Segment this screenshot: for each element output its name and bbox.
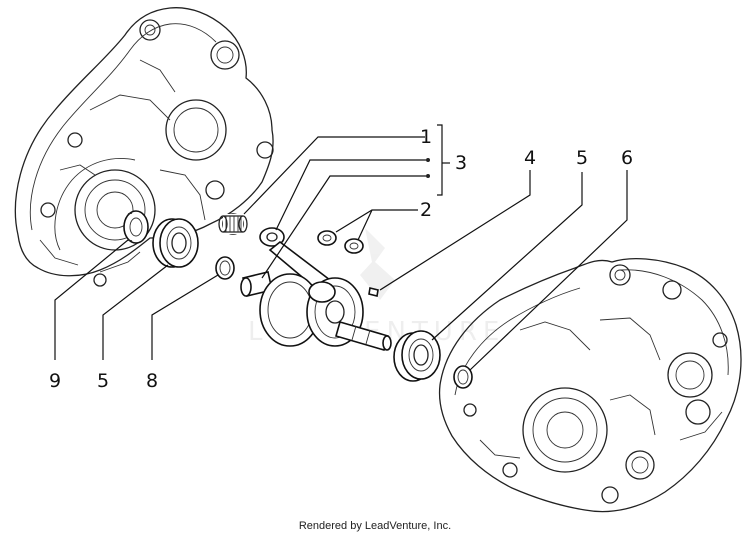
callout-9: 9	[49, 370, 62, 392]
left-crankcase-half	[14, 7, 274, 287]
callout-4: 4	[524, 147, 537, 169]
part-5-left-bearing	[152, 218, 199, 268]
callout-5-right: 5	[576, 147, 589, 169]
part-8-shim-washer	[215, 256, 235, 280]
part-2-thrust-washers	[317, 230, 364, 254]
leader-lines	[54, 124, 628, 371]
part-9-oil-seal	[123, 210, 149, 244]
right-crankcase-half	[438, 258, 742, 513]
callout-5-left: 5	[97, 370, 110, 392]
callout-1: 1	[420, 126, 433, 148]
callout-6: 6	[621, 147, 634, 169]
footer-credit: Rendered by LeadVenture, Inc.	[298, 520, 452, 532]
crankshaft-assembly	[240, 227, 392, 351]
part-6-oil-seal	[453, 365, 473, 389]
callout-8: 8	[146, 370, 159, 392]
callout-2: 2	[420, 199, 433, 221]
part-1-needle-bearing	[218, 213, 248, 235]
callout-3: 3	[455, 152, 468, 174]
part-5-right-bearing	[393, 330, 441, 382]
